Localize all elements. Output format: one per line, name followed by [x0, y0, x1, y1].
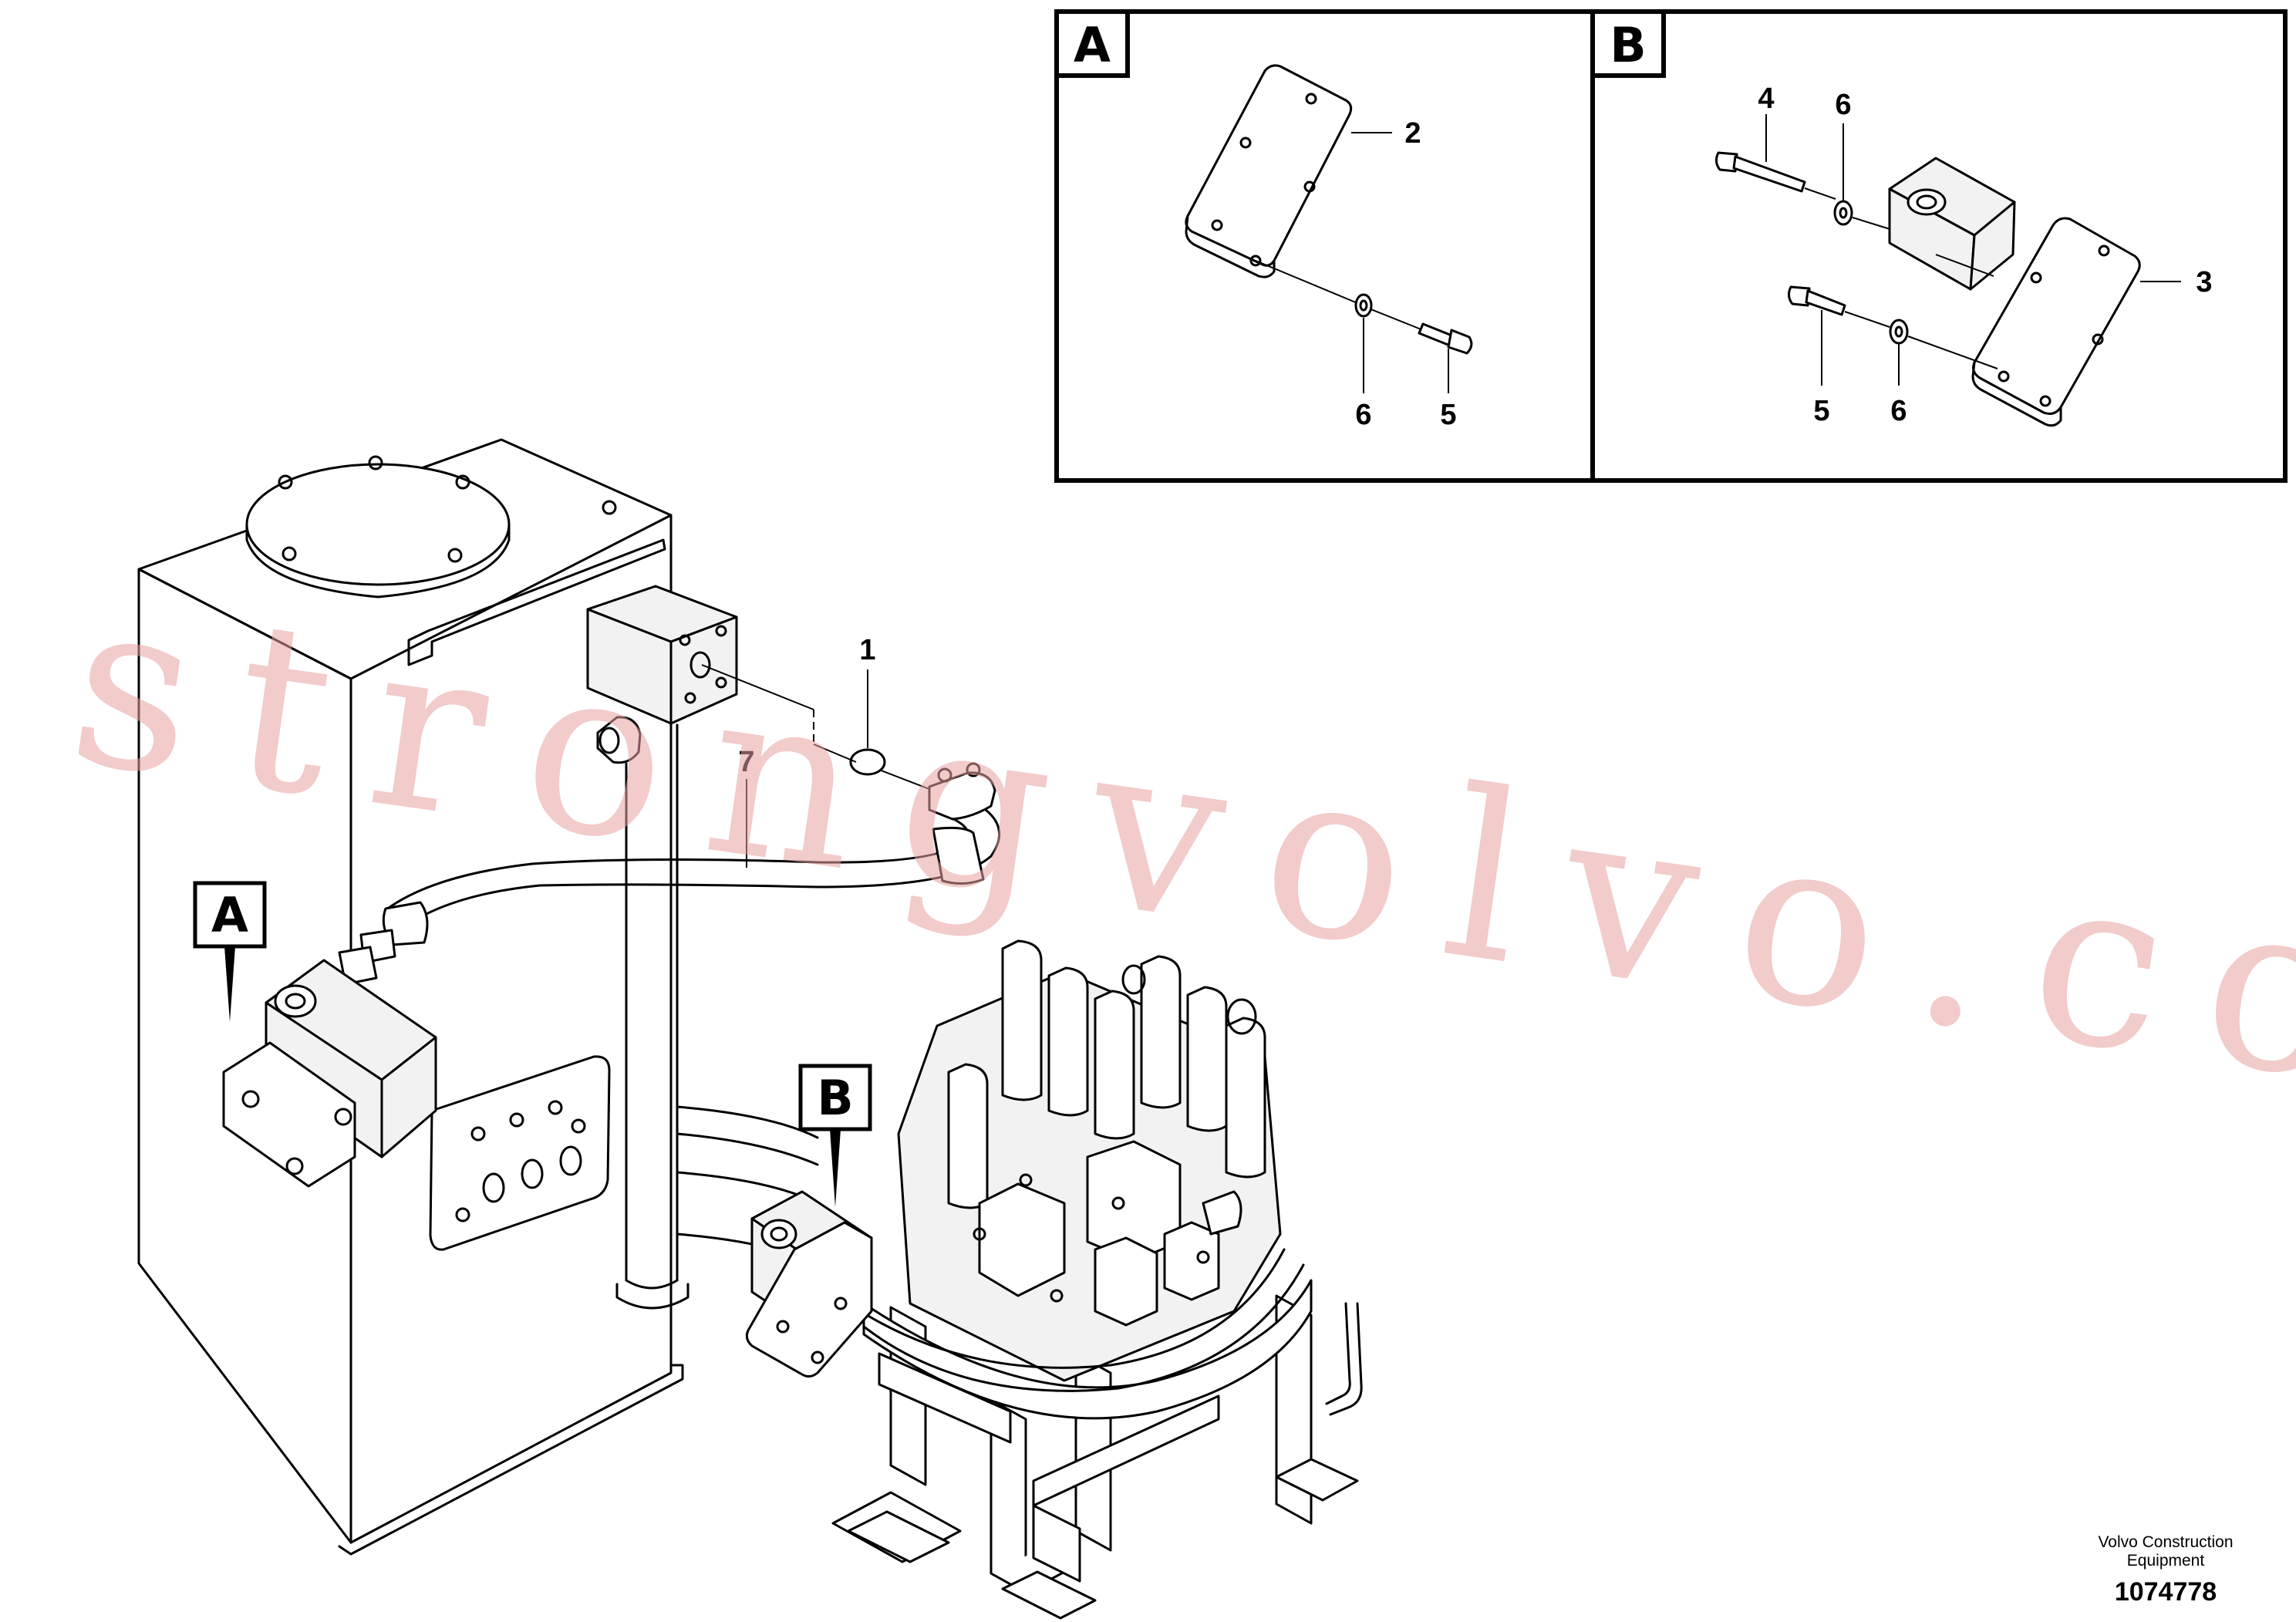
callout-6a: 6	[1355, 399, 1371, 431]
callout-2: 2	[1404, 117, 1421, 150]
callout-6b: 6	[1835, 89, 1851, 121]
cover-plate-3	[1971, 217, 2141, 427]
tank-mounted-block	[586, 585, 819, 1310]
cover-plate-2	[1185, 64, 1353, 278]
credit-block: Volvo Construction Equipment 1074778	[2098, 1533, 2233, 1607]
credit-line-2: Equipment	[2127, 1552, 2205, 1570]
detail-view-a: A 2 6 5	[1054, 9, 1595, 483]
washer-6	[1354, 293, 1373, 318]
block-view-b	[745, 1190, 873, 1378]
bolt-5-lower	[1787, 285, 1846, 316]
detail-view-b: B 3	[1590, 9, 2288, 483]
callout-5a: 5	[1440, 399, 1456, 431]
manifold-block	[1888, 157, 2016, 291]
control-valve	[831, 939, 1363, 1620]
callout-3: 3	[2196, 266, 2212, 298]
detail-a-letter: A	[1074, 17, 1111, 73]
detail-a-letter-box	[1054, 9, 1130, 78]
view-marker-b: B	[798, 1064, 872, 1207]
callout-4: 4	[1758, 83, 1774, 115]
hydraulic-tank	[137, 438, 684, 1556]
callout-6c: 6	[1890, 395, 1907, 427]
part-number: 1074778	[2115, 1577, 2217, 1607]
washer-6-lower	[1889, 319, 1909, 345]
detail-b-letter: B	[1610, 17, 1646, 73]
inspection-plate	[429, 1055, 611, 1251]
hose-7: 7	[338, 746, 1001, 986]
o-ring	[849, 748, 886, 776]
washer-6-upper	[1833, 200, 1853, 226]
view-marker-a: A	[193, 881, 267, 1022]
callout-1: 1	[859, 634, 875, 666]
connection-line-and-o-ring: 1	[701, 634, 934, 791]
svg-text:A: A	[211, 887, 248, 943]
svg-text:B: B	[817, 1070, 853, 1126]
bolt-5	[1418, 322, 1473, 355]
detail-b-letter-box	[1590, 9, 1666, 78]
credit-line-1: Volvo Construction	[2098, 1533, 2233, 1551]
bolt-4	[1714, 151, 1806, 193]
callout-7: 7	[738, 746, 754, 778]
block-view-a	[222, 959, 437, 1188]
callout-5b: 5	[1813, 395, 1829, 427]
